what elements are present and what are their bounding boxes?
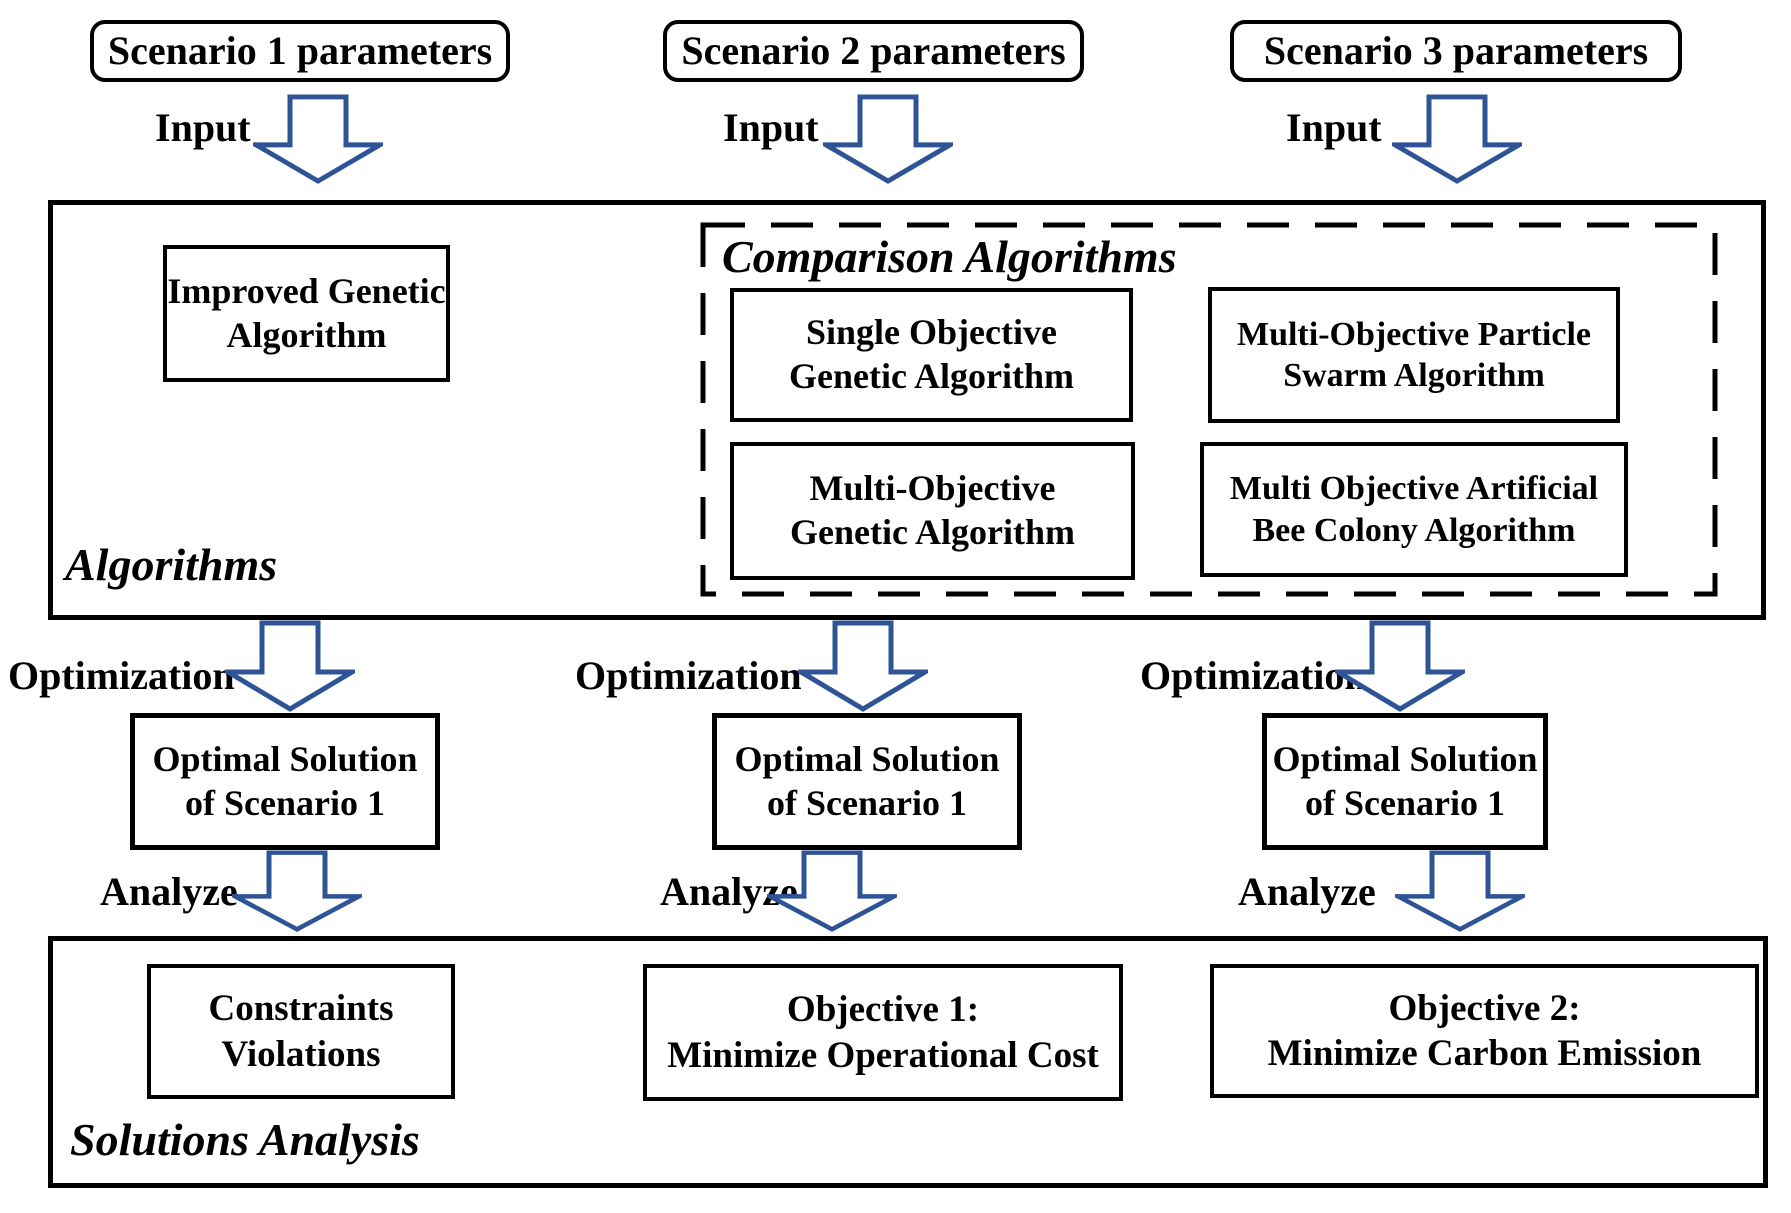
input-label: Input [155, 105, 251, 150]
improved-genetic-algorithm-box: Improved Genetic Algorithm [163, 245, 450, 382]
input-label: Input [1286, 105, 1382, 150]
optimization-label: Optimization [1140, 653, 1367, 698]
multi-objective-particle-swarm-box: Multi-Objective Particle Swarm Algorithm [1208, 287, 1620, 423]
multi-objective-genetic-algorithm-box: Multi-Objective Genetic Algorithm [730, 442, 1135, 580]
input-arrow-icon [253, 94, 383, 184]
input-label: Input [723, 105, 819, 150]
scenario-2-parameters-box: Scenario 2 parameters [663, 20, 1084, 82]
input-arrow-icon [1392, 94, 1522, 184]
comparison-algorithms-box: Comparison Algorithms Single Objective G… [700, 222, 1718, 597]
analyze-label: Analyze [660, 869, 798, 914]
optimal-solution-box-1: Optimal Solution of Scenario 1 [130, 713, 440, 850]
optimization-arrow-icon [798, 620, 928, 712]
optimization-arrow-icon [1335, 620, 1465, 712]
single-objective-genetic-algorithm-box: Single Objective Genetic Algorithm [730, 288, 1133, 422]
multi-objective-artificial-bee-colony-box: Multi Objective Artificial Bee Colony Al… [1200, 442, 1628, 577]
analyze-arrow-icon [1395, 850, 1525, 932]
analyze-label: Analyze [1238, 869, 1376, 914]
solutions-analysis-section-box: Constraints Violations Objective 1: Mini… [48, 936, 1768, 1188]
analyze-arrow-icon [232, 850, 362, 932]
scenario-1-parameters-box: Scenario 1 parameters [90, 20, 510, 82]
algorithms-section-title: Algorithms [65, 539, 278, 590]
solutions-analysis-title: Solutions Analysis [70, 1114, 420, 1165]
optimization-label: Optimization [575, 653, 802, 698]
input-arrow-icon [823, 94, 953, 184]
optimization-label: Optimization [8, 653, 235, 698]
analyze-arrow-icon [767, 850, 897, 932]
constraints-violations-box: Constraints Violations [147, 964, 455, 1099]
scenario-3-parameters-box: Scenario 3 parameters [1230, 20, 1682, 82]
objective-2-box: Objective 2: Minimize Carbon Emission [1210, 964, 1759, 1098]
analyze-label: Analyze [100, 869, 238, 914]
comparison-algorithms-title: Comparison Algorithms [722, 231, 1177, 282]
optimization-arrow-icon [225, 620, 355, 712]
optimal-solution-box-2: Optimal Solution of Scenario 1 [712, 713, 1022, 850]
dashed-border [700, 222, 1718, 597]
optimal-solution-box-3: Optimal Solution of Scenario 1 [1262, 713, 1548, 850]
objective-1-box: Objective 1: Minimize Operational Cost [643, 964, 1123, 1101]
